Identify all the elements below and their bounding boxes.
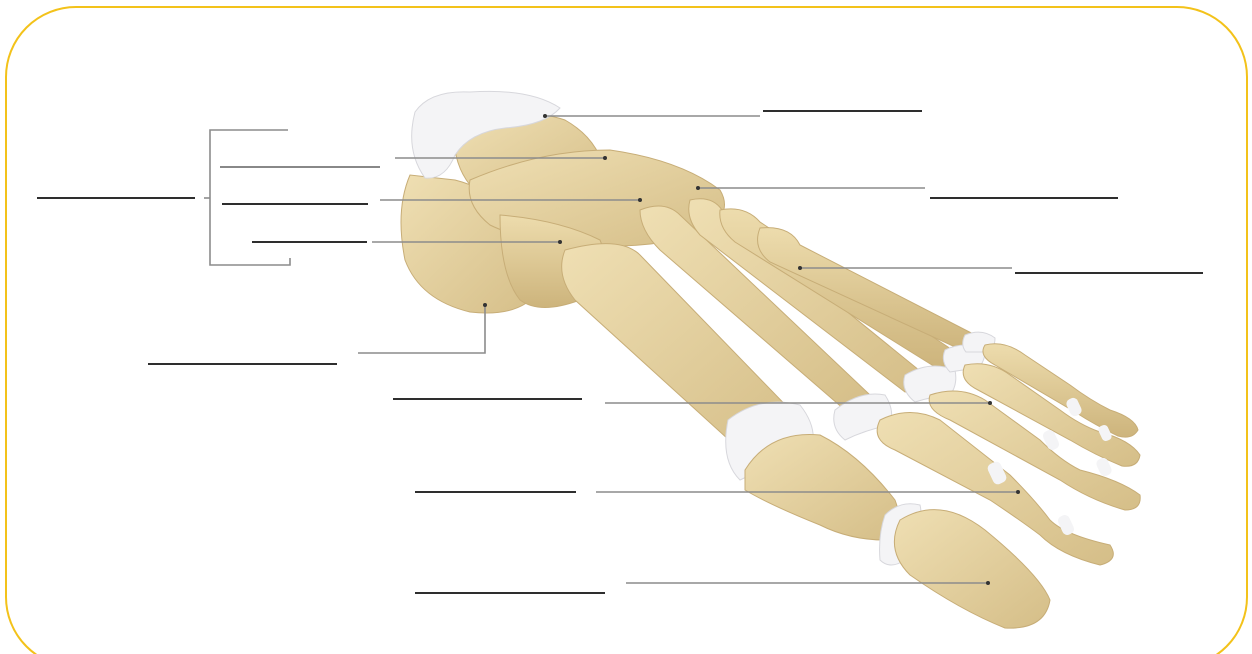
big-toe-proximal-phalanx	[745, 434, 898, 540]
tarsal-group-bracket	[204, 130, 290, 265]
big-toe-distal-phalanx	[894, 510, 1050, 629]
leader-calcaneus	[358, 305, 485, 353]
foot-bones-illustration	[401, 91, 1140, 628]
